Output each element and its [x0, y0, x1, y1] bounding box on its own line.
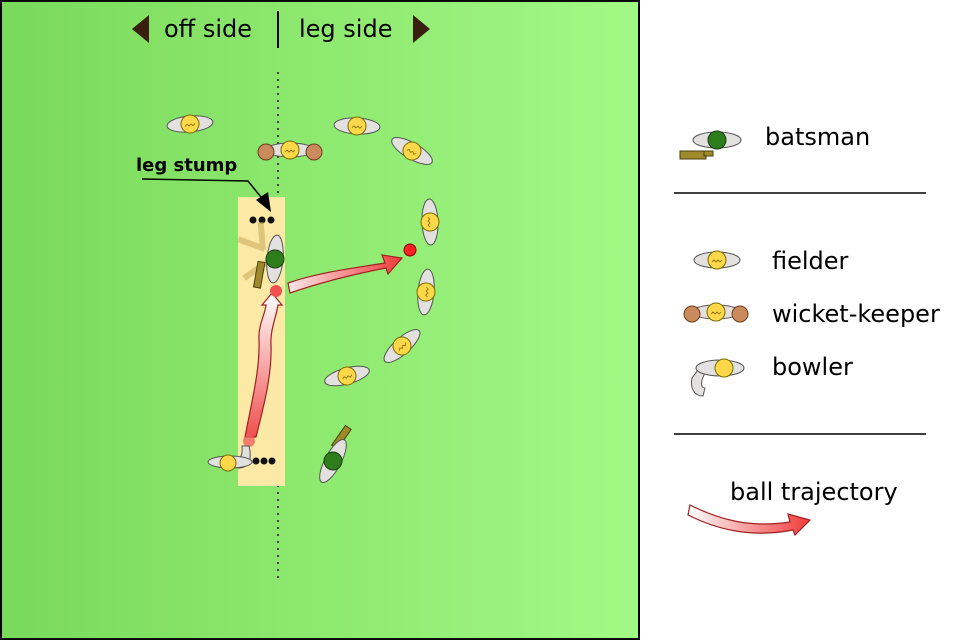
- ball-at-bowler: [243, 435, 255, 447]
- leg-stump-arrowhead-icon: [256, 192, 271, 212]
- stumps-top: [249, 216, 275, 224]
- leg-side-label: leg side: [299, 15, 392, 43]
- legend-bowler-icon: [691, 358, 745, 397]
- field-background: [0, 0, 640, 640]
- off-side-label: off side: [164, 15, 252, 43]
- off-side-arrow-icon: [132, 15, 149, 43]
- batsman-bat: [252, 260, 266, 289]
- legend: batsman fielder wicket-keeper bowler bal…: [674, 123, 940, 537]
- ball-at-fielder: [403, 243, 417, 257]
- bowler: [207, 445, 253, 472]
- legend-bowler-label: bowler: [772, 353, 853, 381]
- legend-ball-trajectory-icon: [687, 504, 812, 537]
- ball-trajectory-shot: [287, 254, 404, 294]
- legend-wicket-keeper-icon: [683, 302, 749, 323]
- legend-fielder-icon: [693, 250, 741, 270]
- legend-batsman-label: batsman: [765, 123, 870, 151]
- legend-wicket-keeper-label: wicket-keeper: [772, 300, 940, 328]
- ball-trajectory-delivery: [244, 292, 284, 438]
- leg-stump-pointer: [141, 178, 266, 203]
- ball-at-batsman: [270, 285, 282, 297]
- legend-ball-trajectory-label: ball trajectory: [730, 478, 898, 506]
- leg-stump-label: leg stump: [136, 155, 237, 176]
- stumps-bottom: [252, 457, 276, 465]
- leg-side-arrow-icon: [413, 15, 430, 43]
- wicket-keeper: [257, 140, 323, 161]
- legend-fielder-label: fielder: [772, 247, 849, 275]
- legend-batsman-icon: [679, 130, 742, 160]
